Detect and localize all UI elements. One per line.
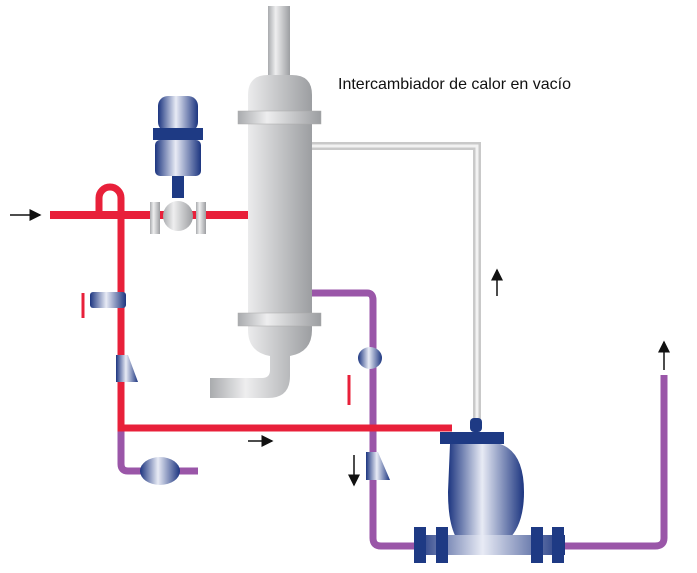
control-valve — [150, 96, 206, 234]
isolation-valve — [90, 292, 126, 308]
condensate-line-trap — [117, 428, 198, 475]
strainer — [116, 355, 138, 382]
condensate-line-main — [312, 289, 668, 550]
float-trap — [140, 457, 180, 485]
steam-trap — [358, 347, 382, 369]
heat-exchanger — [210, 6, 322, 398]
pump-trap — [414, 418, 565, 563]
check-valve — [366, 452, 390, 480]
vent-line — [312, 142, 481, 422]
steam-loop — [95, 183, 452, 432]
diagram-title: Intercambiador de calor en vacío — [338, 76, 572, 93]
